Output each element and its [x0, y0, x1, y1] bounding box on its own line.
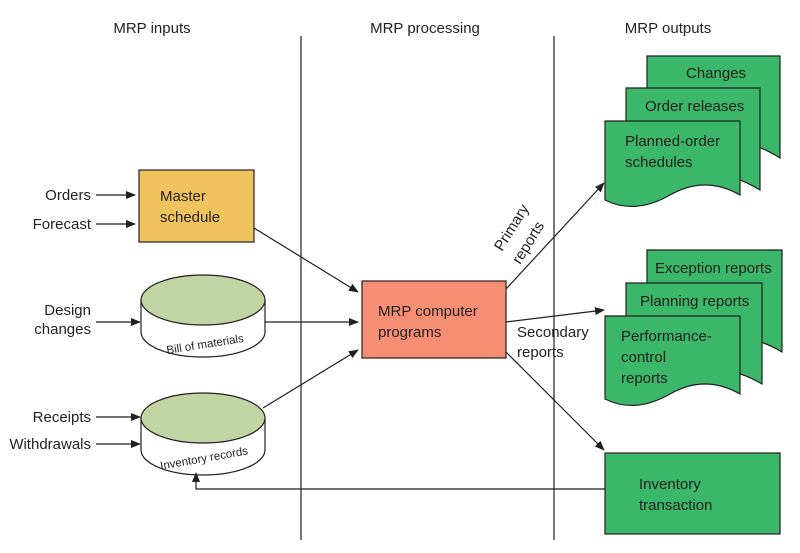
output-performance-line2: control: [621, 349, 666, 366]
label-receipts: Receipts: [33, 409, 91, 426]
arrow-to-inventory-transaction: [505, 351, 605, 451]
mrp-programs-line1: MRP computer: [378, 303, 478, 320]
arrow-master-to-mrp: [253, 227, 359, 293]
label-changes: changes: [34, 321, 91, 338]
arrow-inventory-to-mrp: [262, 349, 359, 409]
arrow-secondary-reports: [505, 307, 605, 323]
secondary-output-stack: Exception reports Planning reports Perfo…: [604, 249, 783, 407]
master-schedule-line1: Master: [160, 188, 206, 205]
doc-planned-order-schedules: [604, 120, 741, 208]
doc-performance-control-reports: [604, 315, 741, 407]
header-mrp-outputs: MRP outputs: [625, 20, 711, 37]
inventory-transaction-line1: Inventory: [639, 476, 701, 493]
output-planned-order-line2: schedules: [625, 154, 693, 171]
output-performance-line1: Performance-: [621, 328, 712, 345]
master-schedule-line2: schedule: [160, 209, 220, 226]
output-planning-reports: Planning reports: [640, 293, 749, 310]
label-forecast: Forecast: [33, 216, 92, 233]
output-order-releases: Order releases: [645, 98, 744, 115]
inventory-transaction-box: Inventory transaction: [604, 452, 781, 535]
header-mrp-processing: MRP processing: [370, 20, 480, 37]
output-planned-order-line1: Planned-order: [625, 133, 720, 150]
arrow-feedback-to-inventory-records: [192, 472, 605, 490]
mrp-programs-line2: programs: [378, 324, 441, 341]
output-changes: Changes: [686, 65, 746, 82]
inventory-transaction-line2: transaction: [639, 497, 712, 514]
output-performance-line3: reports: [621, 370, 668, 387]
secondary-reports-line2: reports: [517, 344, 564, 361]
primary-output-stack: Changes Order releases Planned-order sch…: [604, 55, 781, 208]
mrp-programs-box: MRP computer programs: [361, 280, 507, 359]
bill-of-materials-disk: Bill of materials: [140, 274, 266, 358]
label-design: Design: [44, 302, 91, 319]
header-mrp-inputs: MRP inputs: [113, 20, 190, 37]
label-orders: Orders: [45, 187, 91, 204]
output-exception-reports: Exception reports: [655, 260, 772, 277]
master-schedule-box: Master schedule: [138, 169, 255, 243]
inventory-records-disk: Inventory records: [140, 392, 266, 476]
secondary-reports-line1: Secondary: [517, 324, 589, 341]
arrow-primary-reports: [505, 182, 605, 290]
label-withdrawals: Withdrawals: [9, 436, 91, 453]
